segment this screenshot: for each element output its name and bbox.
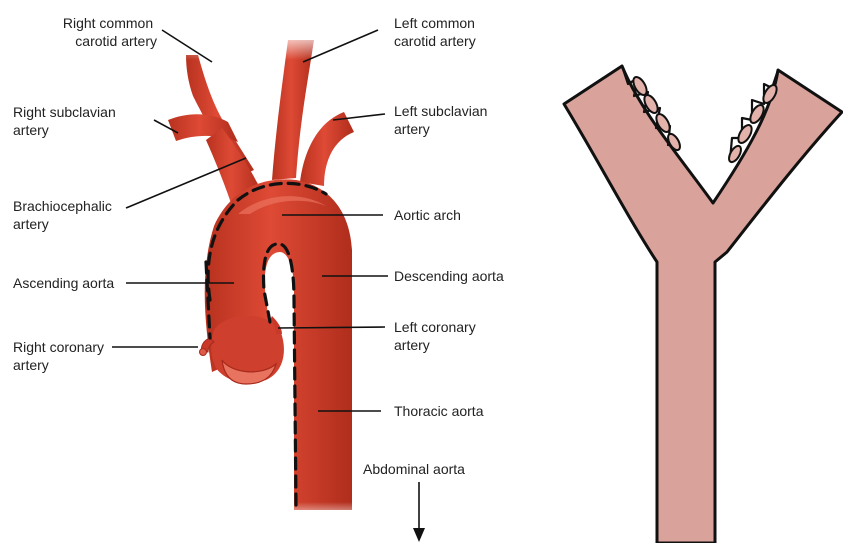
abdominal-arrow-head [413,528,425,542]
label-right-common-carotid: Right common carotid artery [63,15,157,49]
label-descending-aorta: Descending aorta [394,268,504,284]
aorta-fade [280,420,370,520]
left-subclavian-vessel [300,112,354,186]
leader-left-coronary [278,327,385,328]
label-left-coronary: Left coronary artery [394,319,480,353]
label-right-subclavian: Right subclavian artery [13,104,120,138]
y-tube-body [564,66,842,543]
label-left-common-carotid: Left common carotid artery [394,15,479,49]
label-left-subclavian: Left subclavian artery [394,103,491,137]
label-abdominal-aorta: Abdominal aorta [363,461,465,477]
label-right-coronary: Right coronary artery [13,339,108,373]
right-coronary-opening [200,349,207,356]
y-tube-illustration [564,66,842,543]
label-thoracic-aorta: Thoracic aorta [394,403,484,419]
label-ascending-aorta: Ascending aorta [13,275,114,291]
label-aortic-arch: Aortic arch [394,207,461,223]
label-brachiocephalic: Brachiocephalic artery [13,198,116,232]
aorta-illustration [168,30,370,520]
